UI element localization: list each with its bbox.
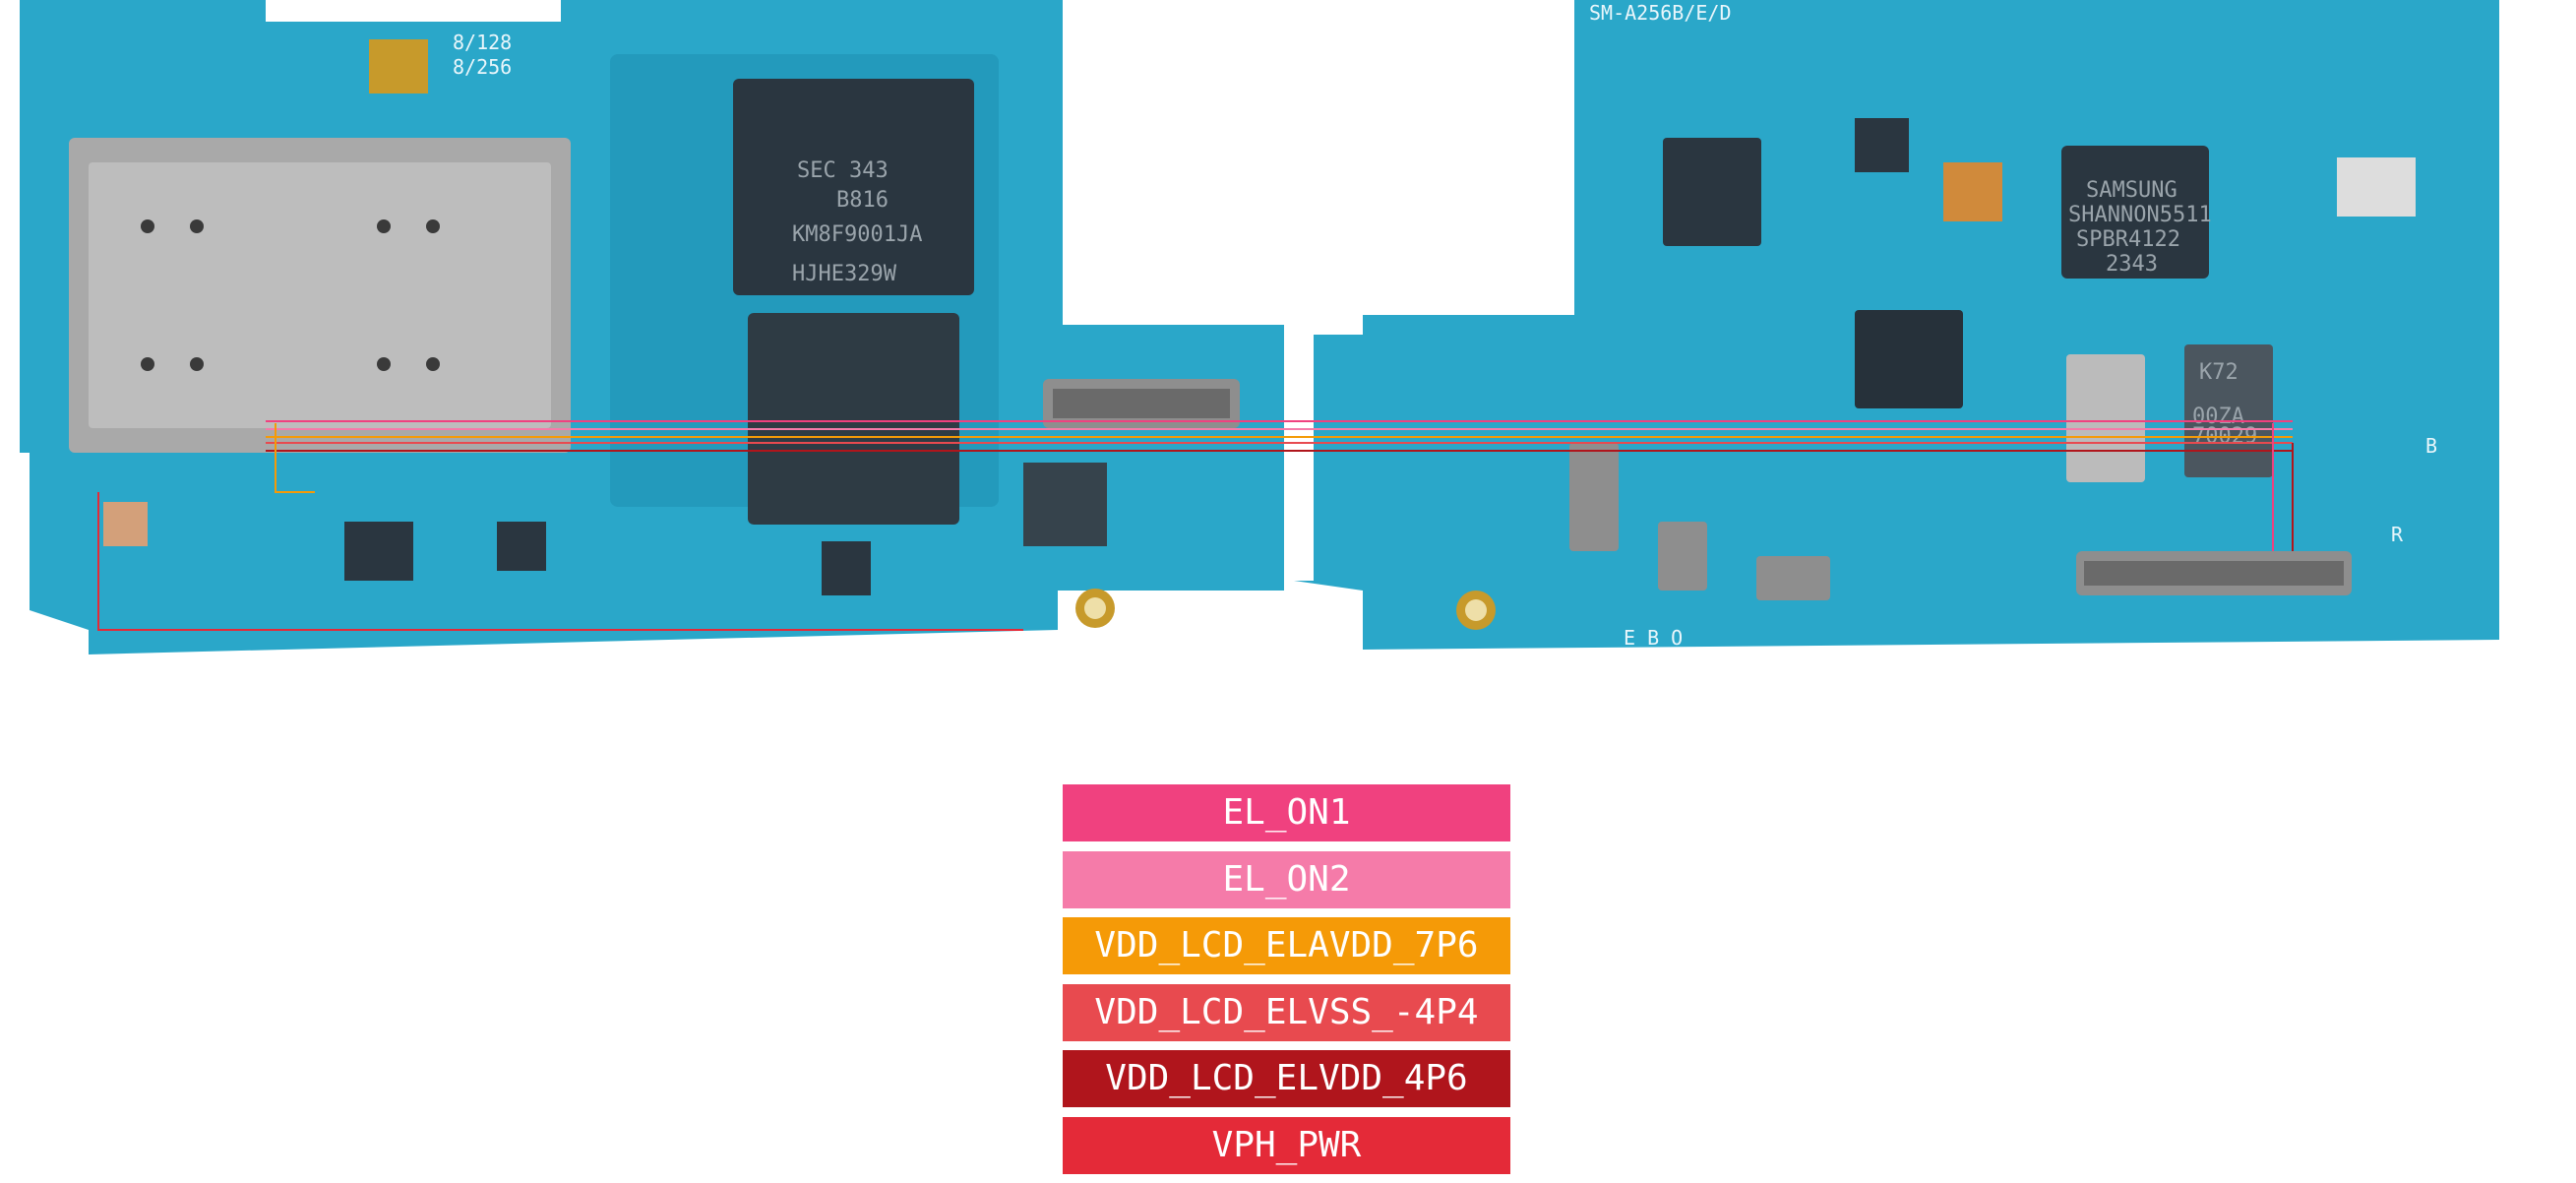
- legend-item-vdd-lcd-elavdd-7p6: VDD_LCD_ELAVDD_7P6: [1063, 917, 1510, 974]
- chip-text-line: SAMSUNG: [2086, 178, 2177, 203]
- chip-text-line: 00ZA: [2192, 405, 2244, 429]
- legend-item-vdd-lcd-elvss-4p4: VDD_LCD_ELVSS_-4P4: [1063, 983, 1510, 1041]
- chip-text-line: SEC 343: [797, 158, 889, 183]
- legend-item-el-on2: EL_ON2: [1063, 850, 1510, 908]
- legend-item-vdd-lcd-elvdd-4p6: VDD_LCD_ELVDD_4P6: [1063, 1050, 1510, 1107]
- pcb-board-diagram: SEC 343 B816 KM8F9001JA HJHE329W 8/128 8…: [20, 0, 2499, 654]
- memory-chip: [733, 79, 974, 295]
- chip-text-line: K72: [2199, 360, 2239, 385]
- right-board: SM-A256B/E/D SAMSUNG SHANNON5511 SPBR412…: [1294, 0, 2499, 650]
- legend-item-el-on1: EL_ON1: [1063, 784, 1510, 841]
- chip-text-line: SPBR4122: [2076, 227, 2180, 252]
- chip-text-line: 2343: [2106, 252, 2158, 277]
- cpu-chip: [748, 313, 959, 525]
- legend-item-vph-pwr: VPH_PWR: [1063, 1116, 1510, 1174]
- silk-bottom-label: E B O: [1624, 626, 1683, 650]
- silk-model: SM-A256B/E/D: [1589, 1, 1732, 25]
- left-board: SEC 343 B816 KM8F9001JA HJHE329W 8/128 8…: [20, 0, 1284, 654]
- pmic-chip: [1663, 138, 1761, 246]
- silk-marker-b: B: [2425, 434, 2437, 458]
- chip-text-line: KM8F9001JA: [792, 222, 922, 247]
- silk-mem-1: 8/128: [453, 31, 512, 54]
- silk-mem-2: 8/256: [453, 55, 512, 79]
- silk-marker-r: R: [2391, 523, 2404, 546]
- signal-legend: EL_ON1 EL_ON2 VDD_LCD_ELAVDD_7P6 VDD_LCD…: [1063, 784, 1510, 1183]
- chip-text-line: SHANNON5511: [2068, 203, 2212, 227]
- chip-text-line: B816: [836, 188, 889, 213]
- modem-chip: [2061, 146, 2209, 279]
- chip-text-line: HJHE329W: [792, 262, 897, 286]
- signal-traces: [97, 420, 2294, 631]
